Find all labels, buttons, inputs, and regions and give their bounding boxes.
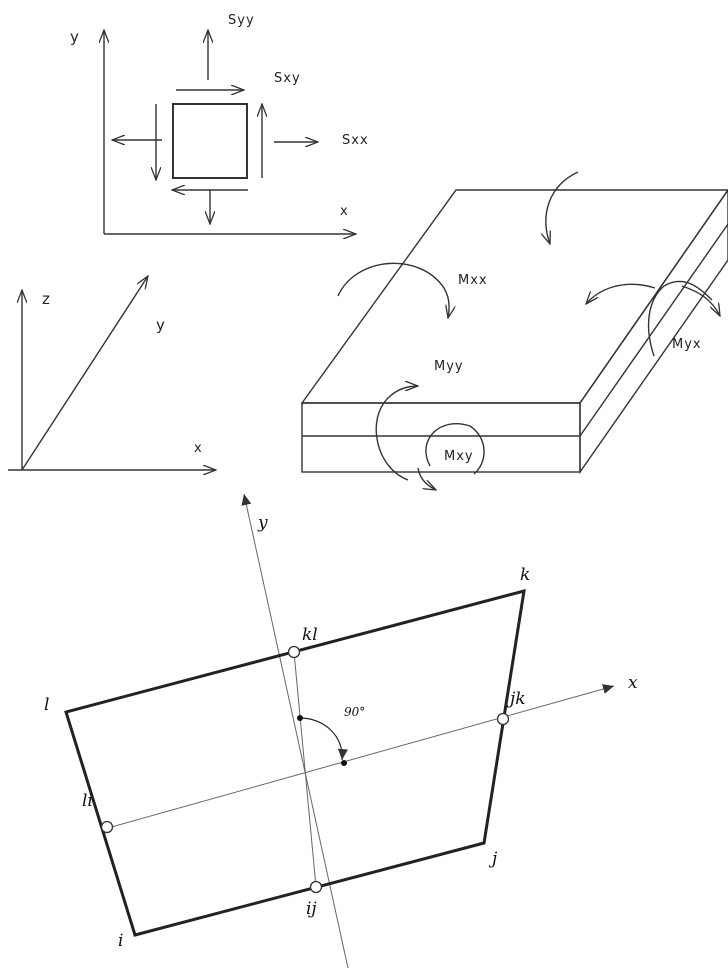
quad-y-axis (241, 493, 349, 969)
angle-label: 90° (344, 705, 365, 719)
node-k-label: k (520, 565, 530, 585)
quad-points (100, 645, 510, 894)
right-angle-arc (299, 717, 348, 761)
kl-node (287, 645, 301, 659)
mid-ij-label: ij (306, 899, 317, 919)
plate-top-face (300, 189, 728, 404)
quad-y-label: y (257, 513, 268, 533)
quad-outline (64, 588, 526, 937)
y-axis-3d (21, 276, 148, 471)
myx-arrow (647, 280, 713, 357)
plate-panel (300, 171, 728, 490)
mid-kl-label: kl (302, 625, 318, 645)
x-label-3d: x (194, 441, 203, 456)
li-node (100, 820, 114, 834)
plate-side-layer (579, 223, 728, 437)
axes-3d-panel (8, 276, 216, 470)
mxy-arrow-tail (417, 467, 436, 490)
mxx-arrow (337, 262, 449, 318)
angle-end-dot (341, 760, 347, 766)
top-moment-arrow (546, 171, 579, 244)
ij-node (309, 880, 323, 894)
jk-node (496, 712, 510, 726)
stress-element-panel (104, 30, 356, 234)
node-j-label: j (488, 849, 498, 869)
myx-label: Myx (672, 337, 702, 352)
stress-square (172, 103, 248, 179)
sxx-label: Sxx (342, 133, 369, 148)
plate-side-face (579, 188, 728, 475)
node-l-label: l (44, 695, 49, 715)
angle-start-dot (297, 715, 303, 721)
quad-x-axis (107, 684, 615, 829)
node-i-label: i (118, 931, 123, 951)
stress-x-label: x (340, 204, 349, 219)
y-label-3d: y (156, 316, 165, 334)
stress-y-label: y (70, 28, 79, 46)
mid-li-label: li (82, 791, 93, 811)
mxy-arrow (425, 423, 485, 475)
mxy-label: Mxy (444, 449, 474, 464)
quad-panel (64, 493, 615, 969)
myx-arrow-tip (586, 283, 656, 304)
myx-arrow-head (681, 285, 720, 316)
myy-label: Myy (434, 359, 464, 374)
myy-arrow (375, 386, 418, 481)
sxy-label: Sxy (274, 71, 301, 86)
mid-jk-label: jk (506, 689, 526, 709)
syy-label: Syy (228, 13, 255, 28)
mxx-label: Mxx (458, 273, 488, 288)
kl-ij-line (293, 651, 317, 888)
quad-x-label: x (628, 673, 638, 693)
plate-front-face (301, 402, 581, 473)
z-label: z (42, 290, 50, 308)
